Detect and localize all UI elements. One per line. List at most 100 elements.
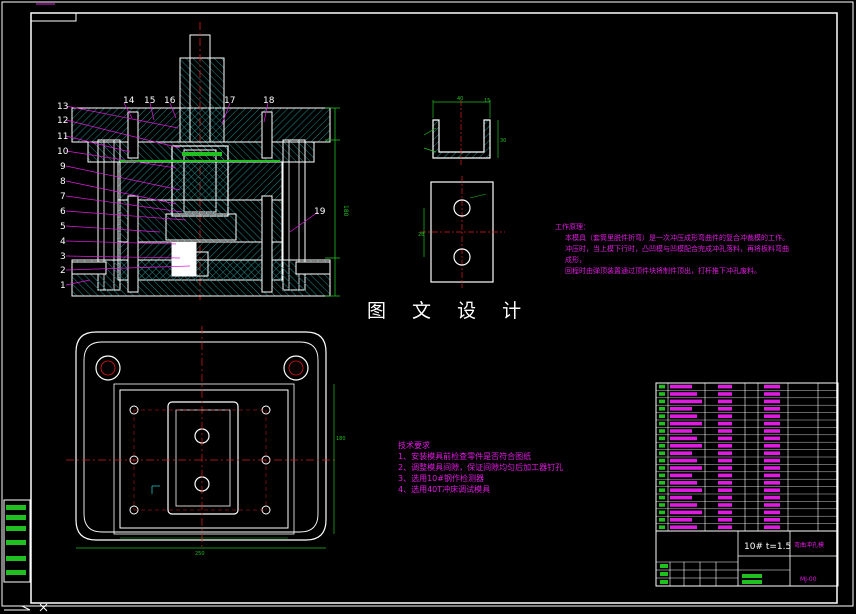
tech-requirement-1: 1、安装模具前检查零件是否符合图纸 (398, 452, 532, 461)
parts-list-code-cell (670, 399, 702, 404)
work-principle-line-1: 本模具（套筒里脱件折弯）是一次冲压成形弯曲件的复合冲裁模的工作。 (565, 234, 789, 242)
parts-list-index-cell (659, 495, 665, 500)
parts-list-code-cell (670, 384, 692, 389)
dim-part-width: 40 (457, 96, 463, 102)
parts-list-name-cell (718, 399, 732, 404)
parts-list-code-cell (670, 503, 697, 507)
parts-list-code-cell (670, 392, 697, 396)
parts-list (655, 382, 839, 532)
dim-base-width: 250 (195, 551, 205, 557)
parts-list-name-cell (718, 451, 732, 455)
parts-list-code-cell (670, 429, 692, 433)
drawing-title: 弯曲冲孔模 (794, 541, 824, 549)
part-front-view: 40 30 15 (423, 96, 506, 165)
parts-list-name-cell (718, 444, 732, 448)
parts-list-material-cell (764, 421, 780, 426)
work-principle-line-3: 回程时由弹顶装置通过顶件块将制件顶出，打杆推下冲孔废料。 (565, 267, 761, 275)
parts-list-index-cell (659, 473, 665, 478)
parts-list-index-cell (659, 525, 665, 529)
callout-11: 11 (57, 132, 68, 142)
parts-list-material-cell (764, 473, 780, 478)
parts-list-index-cell (659, 414, 665, 418)
parts-list-material-cell (764, 414, 780, 418)
dim-part-flange: 15 (484, 98, 490, 104)
parts-list-name-cell (718, 518, 732, 522)
parts-list-name-cell (718, 414, 732, 418)
top-left-tab (30, 12, 77, 22)
parts-list-material-cell (764, 488, 780, 492)
callout-13: 13 (57, 102, 68, 112)
parts-list-index-cell (659, 481, 665, 485)
callout-12: 12 (57, 116, 68, 126)
callout-14: 14 (123, 96, 135, 106)
parts-list-material-cell (764, 510, 780, 515)
parts-list-material-cell (764, 451, 780, 455)
tech-requirement-3: 3、选用10#钢作检测器 (398, 474, 484, 483)
parts-list-name-cell (718, 384, 732, 389)
parts-list-name-cell (718, 481, 732, 485)
parts-list-name-cell (718, 407, 732, 411)
parts-list-name-cell (718, 466, 732, 470)
parts-list-code-cell (670, 421, 702, 426)
parts-list-index-cell (659, 399, 665, 404)
parts-list-index-cell (659, 429, 665, 433)
parts-list-index-cell (659, 421, 665, 426)
callout-4: 4 (60, 237, 66, 247)
parts-list-code-cell (670, 436, 697, 441)
plan-view: 250 180 (66, 326, 346, 557)
callout-leaders (65, 102, 319, 286)
callout-7: 7 (60, 192, 66, 202)
dim-die-height: 180 (342, 205, 349, 217)
parts-list-index-cell (659, 451, 665, 455)
parts-list-code-cell (670, 407, 692, 411)
parts-list-material-cell (764, 503, 780, 507)
callout-17: 17 (224, 96, 235, 106)
parts-list-index-cell (659, 384, 665, 389)
parts-list-code-cell (670, 525, 697, 529)
work-principle-line-2: 冲压时，当上模下行时，凸凹模与凹模配合完成冲孔落料，再将板料弯曲成形， (565, 245, 789, 264)
parts-list-index-cell (659, 518, 665, 522)
parts-list-name-cell (718, 503, 732, 507)
parts-list-index-cell (659, 510, 665, 515)
parts-list-code-cell (670, 481, 697, 485)
parts-list-name-cell (718, 525, 732, 529)
left-callouts: 13 12 11 10 9 8 7 6 5 4 3 2 1 (57, 102, 69, 291)
dim-part-height: 30 (500, 138, 506, 144)
callout-16: 16 (164, 96, 176, 106)
parts-list-material-cell (764, 407, 780, 411)
parts-list-material-cell (764, 399, 780, 404)
parts-list-code-cell (670, 495, 692, 500)
top-callouts: 14 15 16 17 18 19 (123, 96, 326, 217)
callout-1: 1 (60, 281, 66, 291)
parts-list-index-cell (659, 466, 665, 470)
callout-19: 19 (314, 207, 326, 217)
parts-list-material-cell (764, 466, 780, 470)
part-top-view: 28 (418, 176, 505, 288)
callout-8: 8 (60, 177, 66, 187)
parts-list-index-cell (659, 488, 665, 492)
parts-list-code-cell (670, 414, 697, 418)
parts-list-material-cell (764, 481, 780, 485)
callout-6: 6 (60, 207, 66, 217)
callout-2: 2 (60, 266, 66, 276)
callout-9: 9 (60, 162, 66, 172)
callout-5: 5 (60, 222, 66, 232)
tech-requirement-2: 2、调整模具间隙，保证间隙均匀后加工器钉孔 (398, 463, 564, 472)
parts-list-material-cell (764, 436, 780, 441)
parts-list-index-cell (659, 436, 665, 441)
parts-list-material-cell (764, 392, 780, 396)
parts-list-code-cell (670, 488, 702, 492)
parts-list-code-cell (670, 466, 702, 470)
parts-list-index-cell (659, 444, 665, 448)
callout-10: 10 (57, 147, 69, 157)
parts-list-index-cell (659, 503, 665, 507)
parts-list-name-cell (718, 510, 732, 515)
parts-list-code-cell (670, 444, 702, 448)
watermark: 图 文 设 计 (367, 300, 532, 322)
parts-list-name-cell (718, 436, 732, 441)
parts-list-material-cell (764, 525, 780, 529)
ucs-icon (4, 603, 48, 612)
parts-list-name-cell (718, 458, 732, 463)
